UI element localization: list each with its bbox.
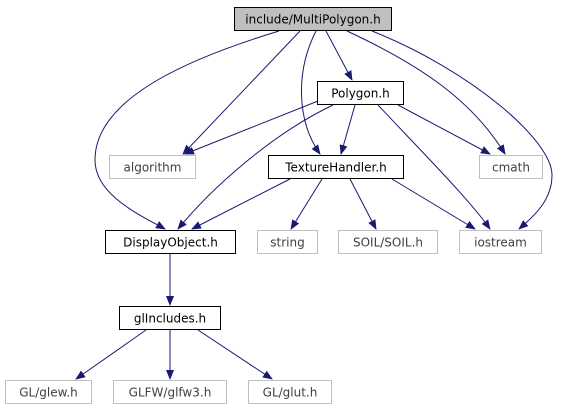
edge-texturehandler-to-string bbox=[290, 178, 323, 230]
node-box-polygon bbox=[317, 81, 404, 105]
edge-multipolygon-to-cmath bbox=[346, 30, 506, 155]
node-box-soil bbox=[338, 230, 438, 254]
node-box-multipolygon bbox=[234, 7, 392, 31]
node-label-algorithm: algorithm bbox=[124, 161, 182, 175]
node-label-displayobject: DisplayObject.h bbox=[123, 236, 218, 250]
node-label-string: string bbox=[270, 236, 304, 250]
edges-layer bbox=[75, 30, 553, 380]
edge-glincludes-to-glew bbox=[75, 329, 147, 380]
edge-polygon-to-cmath bbox=[397, 104, 491, 155]
node-box-string bbox=[257, 230, 318, 254]
node-polygon[interactable]: Polygon.h bbox=[317, 81, 404, 105]
node-glincludes[interactable]: glIncludes.h bbox=[119, 306, 221, 330]
node-string: string bbox=[257, 230, 318, 254]
node-glew: GL/glew.h bbox=[5, 380, 92, 404]
node-label-glut: GL/glut.h bbox=[263, 386, 318, 400]
node-multipolygon: include/MultiPolygon.h bbox=[234, 7, 392, 31]
node-label-polygon: Polygon.h bbox=[331, 87, 390, 101]
node-box-glut bbox=[248, 380, 332, 404]
edge-multipolygon-to-texturehandler bbox=[301, 30, 321, 155]
edge-polygon-to-iostream bbox=[377, 104, 491, 230]
node-box-glincludes bbox=[119, 306, 221, 330]
node-iostream: iostream bbox=[459, 230, 542, 254]
node-label-iostream: iostream bbox=[474, 236, 527, 250]
node-glfw: GLFW/glfw3.h bbox=[113, 380, 227, 404]
edge-texturehandler-to-displayobject bbox=[191, 178, 291, 230]
node-label-multipolygon: include/MultiPolygon.h bbox=[245, 13, 380, 27]
edge-multipolygon-to-iostream bbox=[371, 30, 553, 230]
node-box-glew bbox=[5, 380, 92, 404]
node-box-iostream bbox=[459, 230, 542, 254]
edge-polygon-to-texturehandler bbox=[339, 104, 356, 155]
node-label-cmath: cmath bbox=[492, 161, 530, 175]
node-cmath: cmath bbox=[479, 155, 543, 179]
edge-multipolygon-to-polygon bbox=[325, 30, 353, 81]
node-label-soil: SOIL/SOIL.h bbox=[353, 236, 423, 250]
node-box-cmath bbox=[479, 155, 543, 179]
edge-glincludes-to-glut bbox=[197, 329, 273, 380]
node-label-glfw: GLFW/glfw3.h bbox=[129, 386, 212, 400]
edge-polygon-to-algorithm bbox=[184, 100, 319, 155]
node-box-displayobject bbox=[105, 230, 236, 254]
edge-multipolygon-to-algorithm bbox=[182, 30, 301, 155]
node-displayobject[interactable]: DisplayObject.h bbox=[105, 230, 236, 254]
edge-polygon-to-displayobject bbox=[177, 104, 334, 230]
node-label-glew: GL/glew.h bbox=[19, 386, 78, 400]
node-box-glfw bbox=[113, 380, 227, 404]
edge-multipolygon-to-displayobject bbox=[94, 30, 280, 230]
node-label-texturehandler: TextureHandler.h bbox=[284, 161, 387, 175]
node-texturehandler[interactable]: TextureHandler.h bbox=[268, 155, 404, 179]
node-soil: SOIL/SOIL.h bbox=[338, 230, 438, 254]
node-box-algorithm bbox=[109, 155, 196, 179]
node-box-texturehandler bbox=[268, 155, 404, 179]
node-label-glincludes: glIncludes.h bbox=[134, 312, 206, 326]
node-glut: GL/glut.h bbox=[248, 380, 332, 404]
node-algorithm: algorithm bbox=[109, 155, 196, 179]
edge-texturehandler-to-iostream bbox=[391, 178, 476, 230]
edge-texturehandler-to-soil bbox=[349, 178, 377, 230]
